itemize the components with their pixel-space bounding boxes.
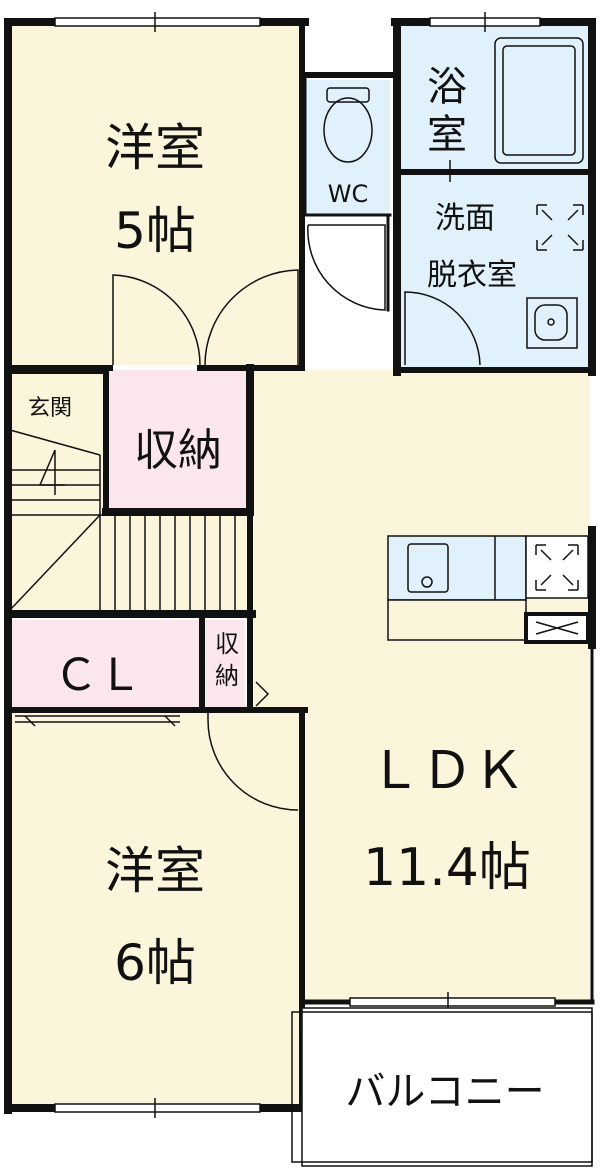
ldk-fill-bottom xyxy=(300,635,590,1000)
labels: 洋室 5帖 浴 室 WC 洗面 脱衣室 玄関 収納 ＣＬ 収 納 ＬＤＫ 11.… xyxy=(28,64,545,1115)
closet-rail-tick-1 xyxy=(24,715,36,727)
door-room2[interactable] xyxy=(207,711,299,811)
bathtub-icon xyxy=(494,37,584,164)
wc-label: WC xyxy=(328,180,369,208)
ldk-name: ＬＤＫ xyxy=(369,741,525,801)
entrance-label: 玄関 xyxy=(28,396,72,421)
bath-label-2: 室 xyxy=(427,112,467,158)
door-wc[interactable] xyxy=(307,224,386,311)
storage-2-label-2: 納 xyxy=(215,662,239,690)
stairs-arrow-icon xyxy=(38,449,65,495)
fixtures xyxy=(323,37,590,644)
western-room-1-size: 5帖 xyxy=(114,202,196,260)
washbasin-icon xyxy=(526,297,578,349)
doors xyxy=(112,224,481,811)
door-room1-left[interactable] xyxy=(112,274,201,366)
toilet-icon xyxy=(323,87,373,163)
ldk-size: 11.4帖 xyxy=(363,838,531,898)
storage-2-label-1: 収 xyxy=(215,630,239,658)
door-washroom[interactable] xyxy=(404,291,481,366)
closet-rail-tick-2 xyxy=(164,715,176,727)
storage-1-fill xyxy=(108,370,248,510)
balcony-inner xyxy=(291,1011,593,1163)
storage-1-label: 収納 xyxy=(134,425,222,476)
door-storage2[interactable] xyxy=(255,681,270,707)
balcony-outline xyxy=(301,1007,593,1167)
windows xyxy=(54,12,556,1118)
western-room-2-name: 洋室 xyxy=(105,842,205,900)
stairs-line-1 xyxy=(9,429,101,456)
washroom-label-2: 脱衣室 xyxy=(427,258,517,293)
western-room-2-fill xyxy=(10,712,302,1107)
door-room1-right[interactable] xyxy=(204,269,299,366)
balcony-label: バルコニー xyxy=(345,1069,544,1115)
ldk-fill-mid xyxy=(250,600,302,710)
stairs-line-3 xyxy=(9,514,101,611)
closet-label: ＣＬ xyxy=(54,650,142,701)
closet-fill xyxy=(10,620,200,710)
storage-2-fill xyxy=(205,620,245,710)
washroom-fill xyxy=(400,175,590,370)
washroom-label-1: 洗面 xyxy=(435,201,495,236)
window-room1-top xyxy=(54,17,261,27)
balcony xyxy=(291,1007,593,1167)
western-room-1-name: 洋室 xyxy=(105,119,205,177)
window-ldk-bottom xyxy=(349,997,556,1007)
laundry-space-icon xyxy=(536,204,584,251)
western-room-2-size: 6帖 xyxy=(114,934,196,992)
window-room2-bottom xyxy=(54,1103,261,1113)
stairs xyxy=(9,429,245,611)
western-room-1-fill xyxy=(10,25,305,365)
bath-label-1: 浴 xyxy=(427,64,467,110)
kitchen-counter-icon xyxy=(387,535,590,644)
closet-rail xyxy=(15,715,180,727)
